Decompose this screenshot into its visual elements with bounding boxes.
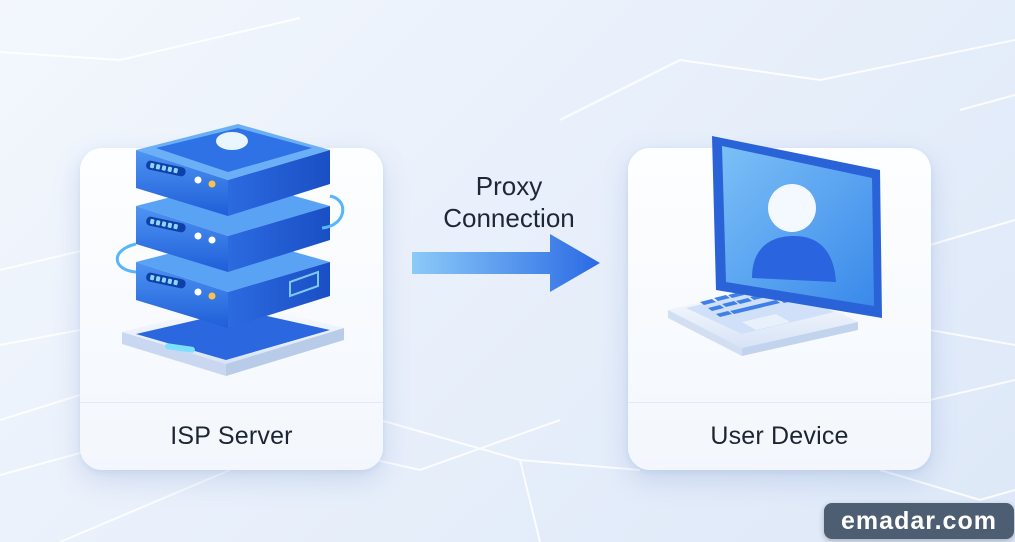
card-divider: [80, 402, 383, 403]
arrow-right-icon: [412, 234, 600, 292]
user-device-label: User Device: [710, 422, 849, 450]
user-device-card: User Device: [628, 148, 931, 470]
watermark-badge: emadar.com: [824, 503, 1014, 539]
card-divider: [628, 402, 931, 403]
isp-server-card: ISP Server: [80, 148, 383, 470]
connection-label-line2: Connection: [443, 203, 575, 233]
isp-server-label: ISP Server: [170, 422, 293, 450]
connection-label-line1: Proxy: [475, 171, 543, 201]
connection-label: Proxy Connection: [416, 170, 602, 234]
